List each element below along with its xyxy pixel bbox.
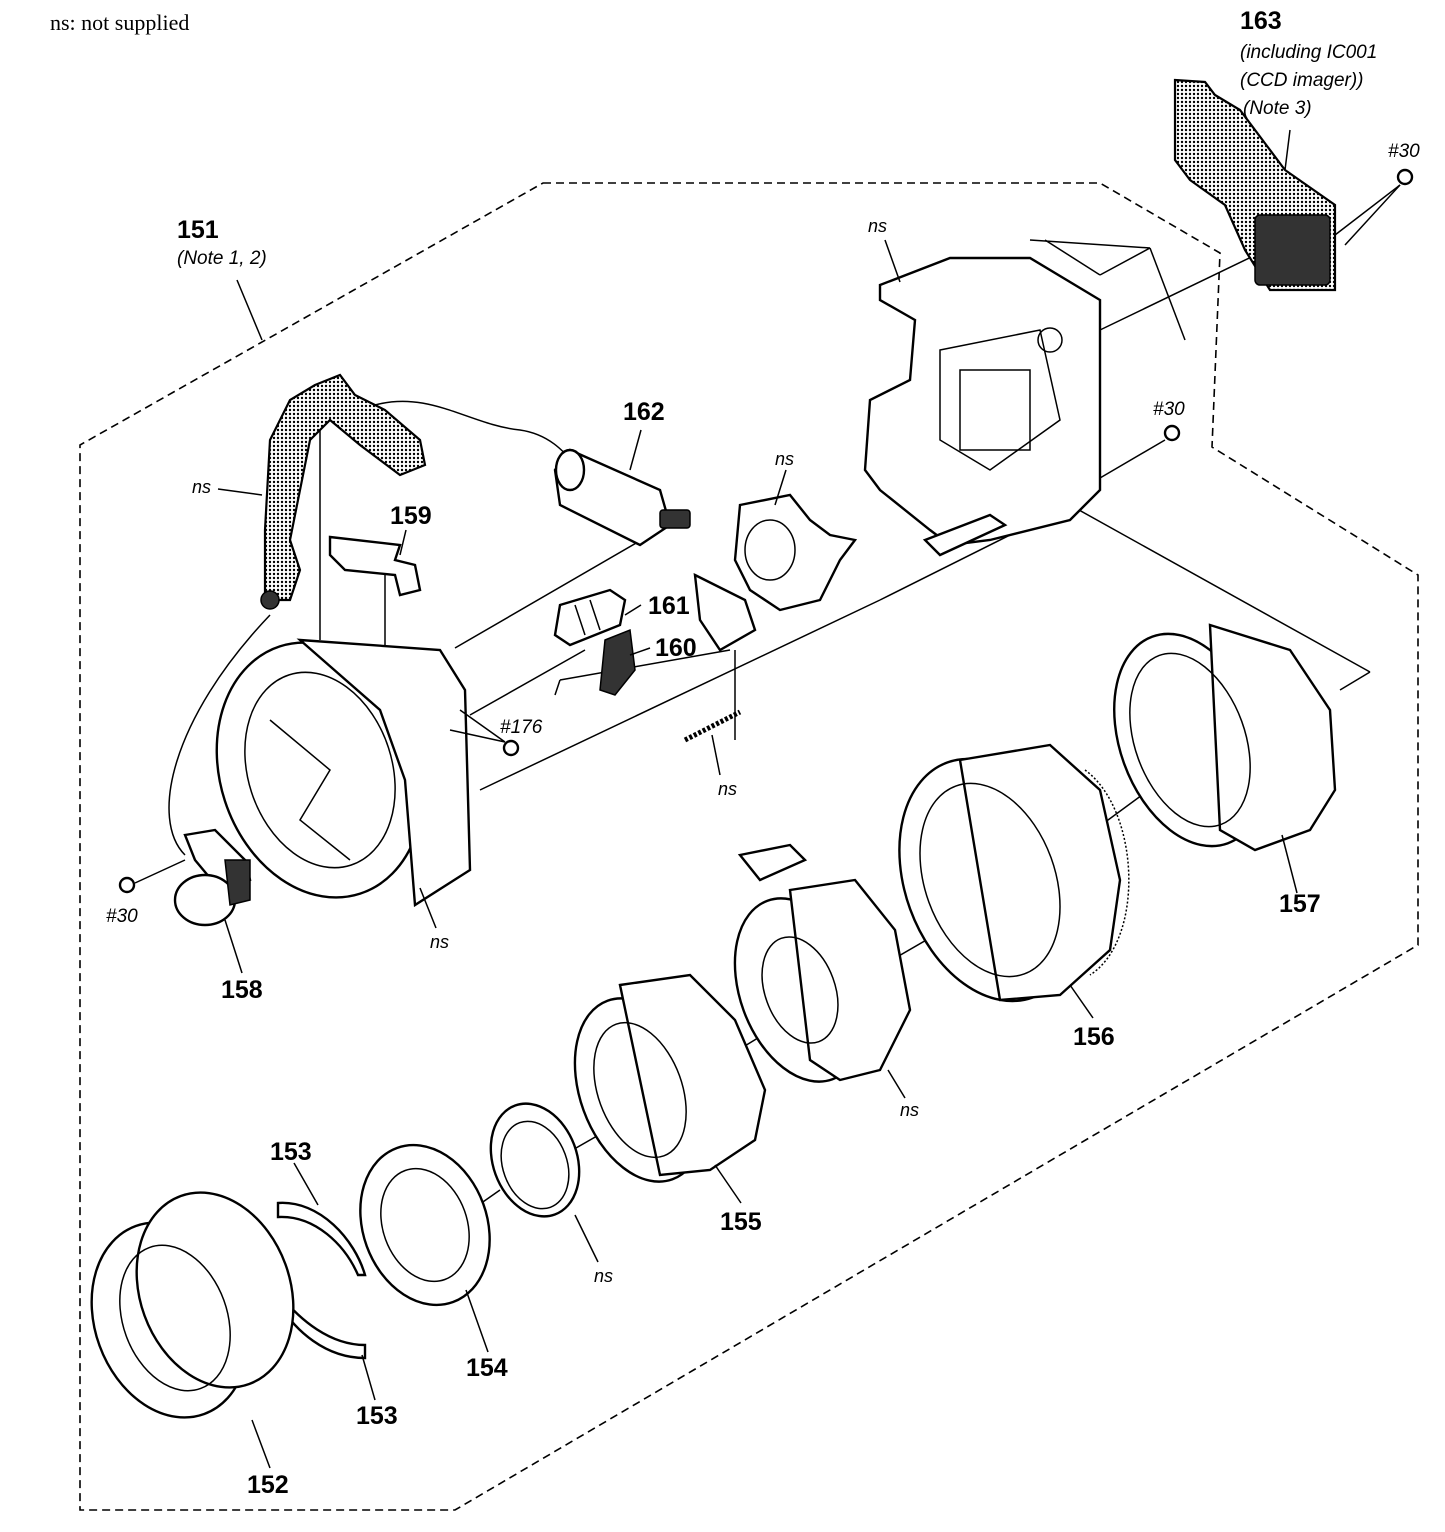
label-155: 155: [720, 1208, 762, 1236]
label-159: 159: [390, 502, 432, 530]
label-157: 157: [1279, 890, 1321, 918]
ns-legend-note: ns: not supplied: [50, 10, 190, 35]
part-159-bracket: [328, 535, 422, 597]
part-152-front-ring: [90, 1191, 295, 1419]
part-162-motor: [553, 448, 691, 547]
shutter-iris-unit: [693, 493, 858, 652]
label-160: 160: [655, 634, 697, 662]
part-153-leaf-springs: [276, 1201, 367, 1360]
part-161-gear: [553, 588, 627, 647]
label-screw-30-top: #30: [1388, 141, 1420, 162]
label-154: 154: [466, 1354, 508, 1382]
part-156-gear-ring: [898, 743, 1130, 1003]
label-163: 163: [1240, 7, 1282, 35]
label-152: 152: [247, 1471, 289, 1499]
label-ns-flex: ns: [192, 477, 211, 497]
screw-30-left: [118, 859, 186, 894]
screw-176: [449, 709, 520, 757]
label-screw-30-left: #30: [106, 906, 138, 927]
label-163-line2: (CCD imager)): [1240, 70, 1364, 91]
part-155-lens-barrel: [573, 973, 767, 1183]
label-ns-shutter: ns: [775, 449, 794, 469]
label-screw-30-mid: #30: [1153, 399, 1185, 420]
label-ns-base-ring: ns: [430, 932, 449, 952]
leader-lines: [217, 239, 1298, 1469]
screw-30-top: [1334, 168, 1414, 246]
label-screw-176: #176: [500, 717, 543, 738]
spring-part: [683, 709, 742, 743]
label-151-note: (Note 1, 2): [177, 248, 267, 269]
part-154-lens-ring: [359, 1143, 491, 1307]
part-157-cam-ring: [1113, 623, 1337, 852]
label-161: 161: [648, 592, 690, 620]
lens-group: [489, 1102, 581, 1218]
label-163-line3: (Note 3): [1243, 98, 1312, 119]
label-151: 151: [177, 216, 219, 244]
label-ns-back-frame: ns: [868, 216, 887, 236]
label-ns-lens-group: ns: [594, 1266, 613, 1286]
label-158: 158: [221, 976, 263, 1004]
label-156: 156: [1073, 1023, 1115, 1051]
part-160-worm-gear: [599, 628, 636, 696]
cam-barrel-unit: [733, 843, 912, 1083]
label-153-bottom: 153: [356, 1402, 398, 1430]
label-153-top: 153: [270, 1138, 312, 1166]
part-158-motor: [173, 828, 252, 927]
part-151-flex-assembly: [260, 373, 427, 610]
rear-frame-shutter-block: [863, 256, 1102, 557]
part-163-ccd-imager: [1173, 78, 1337, 292]
label-ns-cam-barrel: ns: [900, 1100, 919, 1120]
label-ns-spring: ns: [718, 779, 737, 799]
label-163-line1: (including IC001: [1240, 42, 1377, 63]
assembly-boundary-dashed: [79, 182, 1419, 1511]
label-162: 162: [623, 398, 665, 426]
base-barrel-ring: [215, 638, 472, 908]
screw-30-mid: [1099, 424, 1181, 479]
